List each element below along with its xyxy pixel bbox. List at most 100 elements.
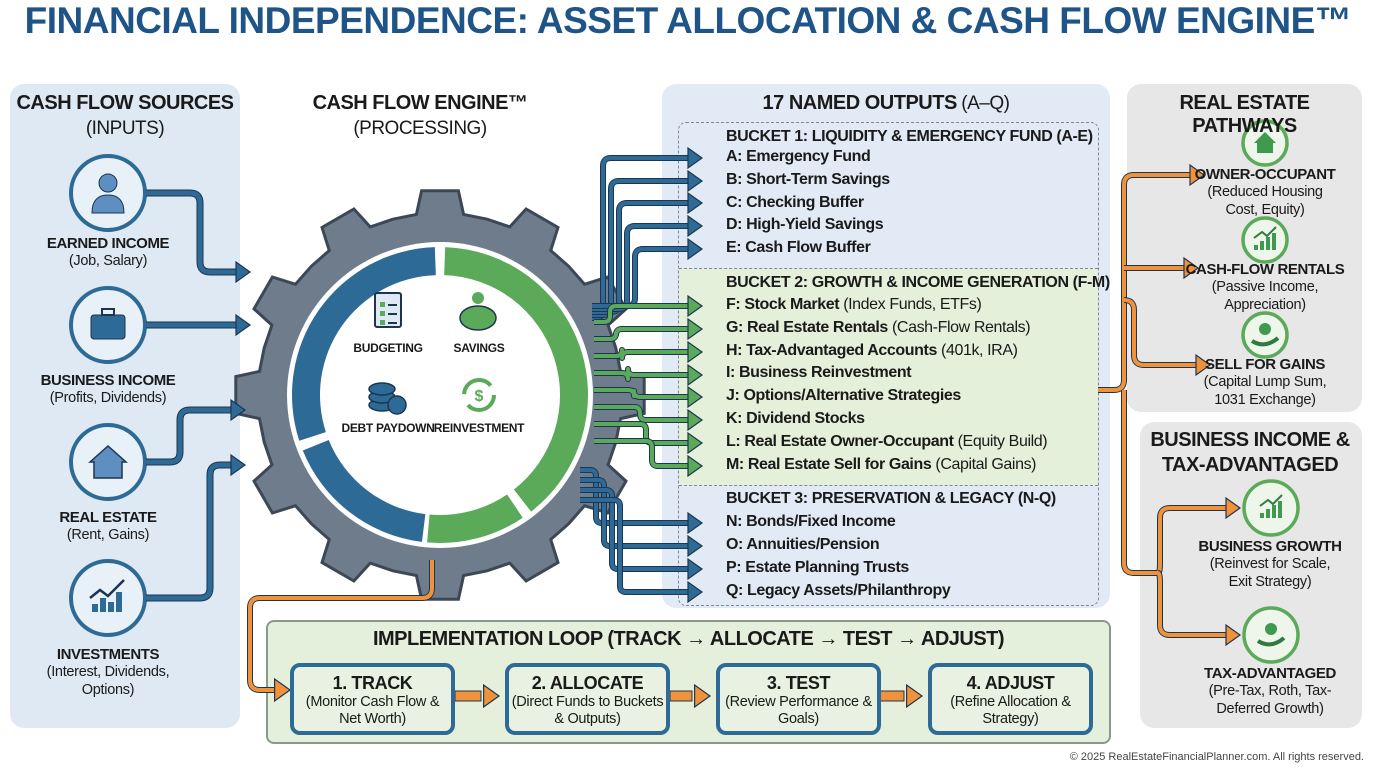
torso	[91, 194, 125, 214]
input-label: EARNED INCOME	[46, 235, 170, 252]
output-item-name: A: Emergency Fund	[726, 148, 871, 165]
input-connector-outline	[146, 406, 231, 466]
briefcase-icon	[90, 308, 126, 340]
pathway-arrow-head	[1195, 353, 1212, 377]
check-box	[380, 311, 385, 316]
engine-label-debt-paydown: DEBT PAYDOWN	[341, 421, 435, 435]
step-test: 3. TEST(Review Performance & Goals)	[716, 663, 881, 735]
growth-chart-icon	[89, 579, 125, 612]
output-connector-green	[594, 388, 688, 399]
bar	[1278, 501, 1282, 518]
output-item-name: D: High-Yield Savings	[726, 216, 884, 234]
business-connector-outline	[1121, 390, 1158, 576]
output-connector-blue	[580, 488, 688, 571]
output-arrow-head	[687, 431, 704, 455]
output-connector-green	[594, 405, 688, 422]
inputs-title: CASH FLOW SOURCES	[16, 92, 234, 114]
coin	[472, 292, 484, 304]
input-real-estate: REAL ESTATE(Rent, Gains)	[20, 509, 196, 544]
engine-center	[323, 278, 557, 512]
business-growth: BUSINESS GROWTH(Reinvest for Scale, Exit…	[1185, 538, 1355, 591]
hand-coin-icon	[1256, 623, 1286, 647]
person-icon	[91, 173, 125, 214]
step-arrow-head	[693, 683, 712, 709]
step-title: 2. ALLOCATE	[531, 673, 644, 693]
output-item: K: Dividend Stocks	[726, 410, 865, 428]
output-arrow-head	[687, 557, 704, 581]
outputs-title-range: (A–Q)	[961, 93, 1010, 114]
output-item-name: N: Bonds/Fixed Income	[726, 513, 896, 530]
handle	[101, 308, 115, 316]
pathway-label: CASH-FLOW RENTALS	[1185, 261, 1345, 278]
inputs-subtitle: (INPUTS)	[85, 118, 165, 139]
output-item-name: G: Real Estate Rentals	[726, 318, 888, 336]
arrow-head	[230, 453, 247, 477]
bar	[92, 604, 98, 612]
pathway-label: OWNER-OCCUPANT	[1194, 166, 1336, 183]
step-adjust: 4. ADJUST(Refine Allocation & Strategy)	[928, 663, 1093, 735]
arrow-head	[230, 398, 247, 422]
input-sub: (Job, Salary)	[68, 253, 148, 269]
engine-label-reinvestment: REINVESTMENT	[433, 421, 525, 435]
output-item-name: H: Tax-Advantaged Accounts	[726, 341, 937, 359]
trend	[1253, 226, 1277, 239]
pathway-sub: (Passive Income, Appreciation)	[1211, 279, 1319, 313]
pathway-owner-occupant: OWNER-OCCUPANT(Reduced Housing Cost, Equ…	[1180, 166, 1350, 219]
coin-stack-icon	[368, 382, 407, 415]
engine-subtitle: (PROCESSING)	[353, 118, 487, 139]
output-item-detail: (Capital Gains)	[935, 455, 1037, 473]
arrow-head	[235, 313, 252, 337]
head	[98, 173, 118, 193]
check-box	[380, 320, 385, 325]
hand-coin-icon	[1250, 323, 1280, 347]
piggy-bank-icon	[459, 292, 497, 331]
output-item: D: High-Yield Savings	[726, 216, 884, 234]
step-title: 1. TRACK	[332, 673, 413, 693]
output-item: L: Real Estate Owner-Occupant (Equity Bu…	[726, 433, 1048, 451]
output-connector-green	[594, 348, 688, 360]
bar	[116, 592, 122, 612]
output-arrow-head	[687, 454, 704, 478]
output-item-name: C: Checking Buffer	[726, 193, 864, 211]
pathway-arrow-head	[1183, 256, 1200, 280]
bucket-2-title: BUCKET 2: GROWTH & INCOME GENERATION (F-…	[726, 274, 1110, 291]
business-tax-sub: (Reinvest for Scale, Exit Strategy)	[1209, 556, 1331, 590]
loop-title: IMPLEMENTATION LOOP (TRACK → ALLOCATE → …	[372, 628, 1005, 650]
output-arrow-head	[687, 191, 704, 215]
step-allocate: 2. ALLOCATE(Direct Funds to Buckets & Ou…	[505, 663, 670, 735]
output-item: E: Cash Flow Buffer	[726, 239, 871, 257]
house	[1254, 132, 1276, 153]
input-earned-income: EARNED INCOME(Job, Salary)	[20, 235, 196, 270]
output-arrow-head	[687, 317, 704, 341]
step-desc: (Direct Funds to Buckets & Outputs)	[511, 694, 664, 727]
output-item: F: Stock Market (Index Funds, ETFs)	[726, 296, 982, 314]
case	[90, 314, 126, 340]
input-connector	[146, 407, 231, 465]
bucket-1-title: BUCKET 1: LIQUIDITY & EMERGENCY FUND (A-…	[726, 128, 1093, 145]
bar	[100, 598, 106, 612]
output-connector-green	[594, 439, 688, 468]
output-item-name: M: Real Estate Sell for Gains	[726, 455, 932, 473]
output-item-name: B: Short-Term Savings	[726, 170, 890, 188]
check-box	[380, 302, 385, 307]
output-item-name: P: Estate Planning Trusts	[726, 559, 909, 576]
pathway-connector	[1123, 298, 1196, 367]
step-track: 1. TRACK(Monitor Cash Flow & Net Worth)	[290, 663, 455, 735]
output-item-name: I: Business Reinvestment	[726, 364, 912, 382]
bar	[1272, 233, 1276, 250]
business-connector	[1122, 390, 1158, 575]
pathway-cash-flow-rentals: CASH-FLOW RENTALS(Passive Income, Apprec…	[1180, 261, 1350, 314]
recycle-dollar-icon: $	[462, 378, 496, 412]
footer-copyright: © 2025 RealEstateFinancialPlanner.com. A…	[1069, 751, 1364, 763]
step-arrow-shaft	[669, 690, 693, 702]
output-arrow-head	[687, 408, 704, 432]
output-connector-blue	[580, 468, 688, 525]
bar	[1260, 241, 1264, 250]
bar	[1260, 513, 1264, 518]
input-sub: (Interest, Dividends, Options)	[46, 664, 170, 698]
engine-label-budgeting: BUDGETING	[353, 341, 423, 355]
clipboard-icon	[374, 292, 402, 328]
output-item-name: O: Annuities/Pension	[726, 536, 880, 553]
recycle-arrows	[462, 378, 496, 412]
hand	[1256, 636, 1286, 647]
